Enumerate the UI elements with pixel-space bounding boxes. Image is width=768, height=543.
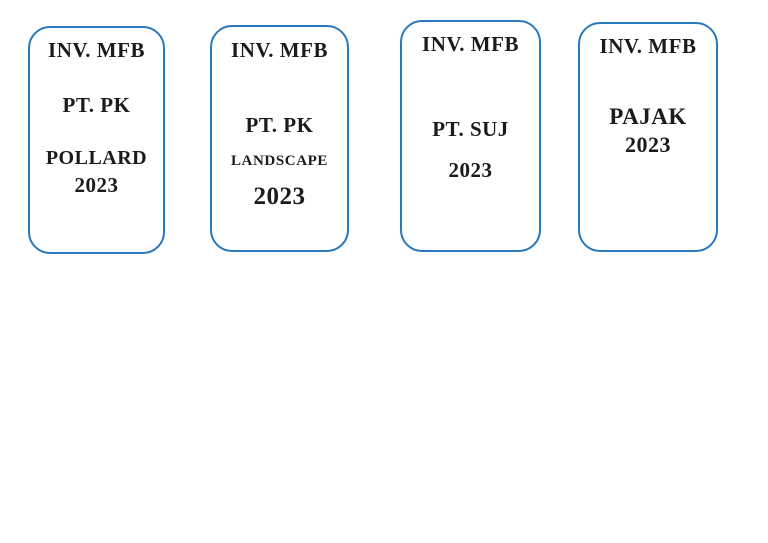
label-line: LANDSCAPE (230, 153, 329, 169)
label-line: 2023 (625, 132, 671, 157)
label-line: INV. MFB (599, 34, 697, 58)
label-line: 2023 (448, 158, 493, 182)
label-line: 2023 (74, 173, 119, 197)
label-landscape-2023[interactable]: INV. MFB PT. PK LANDSCAPE 2023 (210, 25, 349, 252)
label-line: POLLARD (45, 147, 148, 169)
label-line: INV. MFB (48, 38, 145, 62)
label-line: INV. MFB (422, 32, 519, 56)
label-pollard-2023[interactable]: INV. MFB PT. PK POLLARD 2023 (28, 26, 165, 254)
label-line: PT. SUJ (432, 117, 509, 141)
label-line: PT. PK (62, 93, 131, 117)
label-line: PAJAK (609, 104, 687, 129)
label-pajak-2023[interactable]: INV. MFB PAJAK 2023 (578, 22, 718, 252)
label-line: 2023 (253, 183, 306, 210)
label-line: PT. PK (245, 113, 314, 137)
label-line: INV. MFB (231, 38, 328, 62)
label-pt-suj-2023[interactable]: INV. MFB PT. SUJ 2023 (400, 20, 541, 252)
